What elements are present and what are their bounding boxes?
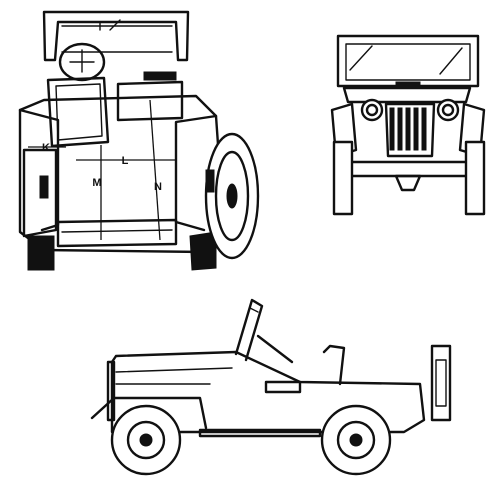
side-view: [90, 298, 452, 476]
dimension-label-l: L: [122, 155, 129, 167]
dimension-label-k: K: [42, 142, 50, 154]
dimension-label-m: M: [92, 177, 101, 189]
rear-perspective-view: K L M N: [18, 10, 260, 271]
dimension-label-n: N: [154, 181, 162, 193]
front-view: [330, 34, 486, 216]
